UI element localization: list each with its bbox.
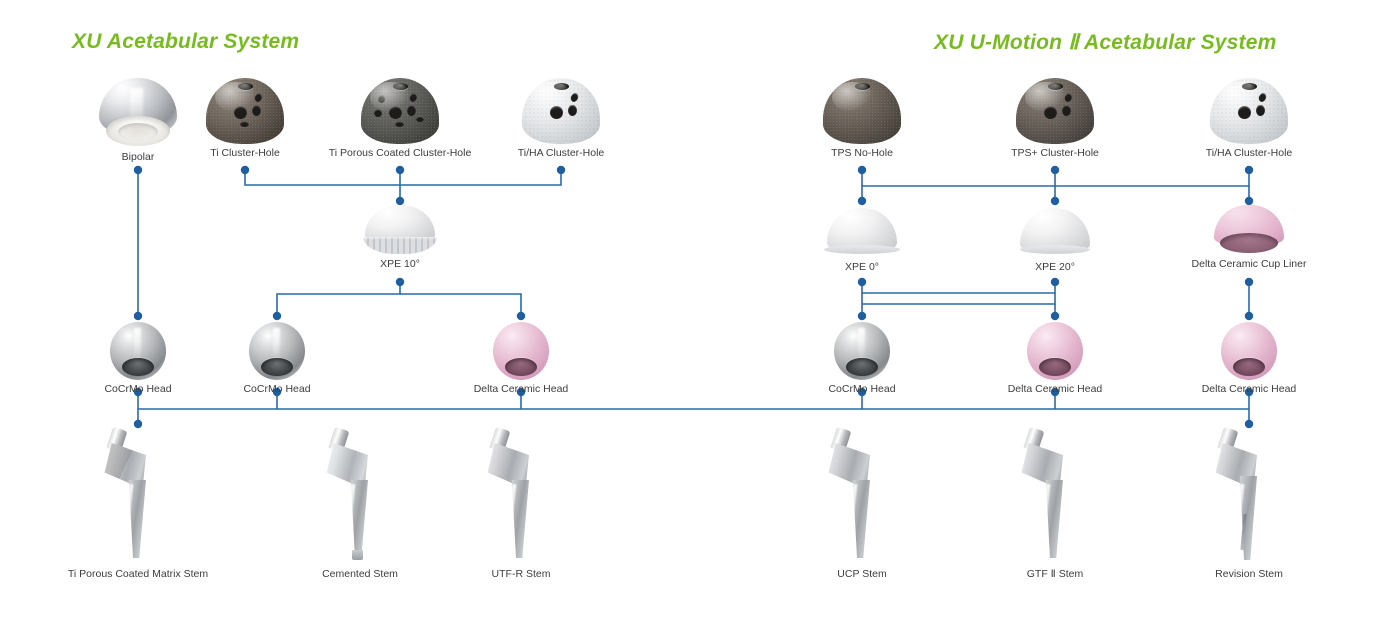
femoral-stem-icon [1201,426,1297,560]
femoral-stem-icon [90,426,186,558]
product-label: CoCrMo Head [828,383,896,395]
wire-left-cups-bus [244,170,562,186]
product-revision-stem[interactable]: Revision Stem [1134,426,1364,581]
xpe-10-liner-icon [363,205,437,255]
product-label: Ti Porous Coated Matrix Stem [67,568,209,580]
product-label: Revision Stem [1215,568,1283,580]
product-xpe-10[interactable]: XPE 10° [285,205,515,271]
product-delta-ceramic-head-r1[interactable]: Delta Ceramic Head [940,322,1170,396]
product-label: Bipolar [121,151,155,163]
cocrmo-head-icon [249,322,305,380]
ti-porous-coated-cup-icon [361,78,439,144]
product-label: Ti Porous Coated Cluster-Hole [328,147,472,159]
product-label: GTF Ⅱ Stem [1026,568,1084,580]
product-label: XPE 20° [1035,261,1075,273]
ti-ha-cluster-hole-cup-icon [1210,78,1288,144]
femoral-stem-icon [1007,426,1103,558]
femoral-stem-icon [473,426,569,558]
product-cocrmo-head-r1[interactable]: CoCrMo Head [747,322,977,396]
tps-no-hole-cup-icon [823,78,901,144]
product-label: Ti/HA Cluster-Hole [1205,147,1293,159]
product-delta-ceramic-head-l1[interactable]: Delta Ceramic Head [406,322,636,396]
product-cocrmo-head-l1[interactable]: CoCrMo Head [23,322,253,396]
product-tps-no-hole[interactable]: TPS No-Hole [747,78,977,160]
wire-liner-to-ceramic [400,293,522,316]
product-label: Ti Cluster-Hole [210,147,280,159]
xpe-20-liner-icon [1020,208,1090,258]
product-label: UTF-R Stem [491,568,551,580]
wire-liner-to-cocrmo [276,282,401,316]
product-label: Delta Ceramic Head [473,383,569,395]
product-utf-r-stem[interactable]: UTF-R Stem [406,426,636,581]
wire-right-cups-bus [861,170,1250,187]
tps-plus-cluster-hole-cup-icon [1016,78,1094,144]
product-label: XPE 0° [845,261,879,273]
product-label: TPS No-Hole [831,147,893,159]
product-delta-ceramic-head-r2[interactable]: Delta Ceramic Head [1134,322,1364,396]
product-cemented-stem[interactable]: Cemented Stem [245,426,475,581]
wire-xpe-bus-lower [862,293,1056,305]
right-system-title: XU U-Motion Ⅱ Acetabular System [934,31,1277,54]
cocrmo-head-icon [834,322,890,380]
product-ti-porous-coated-cluster-hole[interactable]: Ti Porous Coated Cluster-Hole [285,78,515,160]
product-label: TPS+ Cluster-Hole [1011,147,1099,159]
cocrmo-head-icon [110,322,166,380]
femoral-stem-icon [814,426,910,558]
product-ti-porous-coated-matrix-stem[interactable]: Ti Porous Coated Matrix Stem [23,426,253,581]
product-label: CoCrMo Head [243,383,311,395]
product-ti-ha-cluster-hole-right[interactable]: Ti/HA Cluster-Hole [1134,78,1364,160]
product-cocrmo-head-l2[interactable]: CoCrMo Head [162,322,392,396]
product-ti-ha-cluster-hole-left[interactable]: Ti/HA Cluster-Hole [446,78,676,160]
product-delta-ceramic-cup-liner[interactable]: Delta Ceramic Cup Liner [1134,205,1364,271]
delta-ceramic-cup-liner-icon [1214,205,1284,255]
product-ti-cluster-hole[interactable]: Ti Cluster-Hole [130,78,360,160]
product-label: Delta Ceramic Head [1201,383,1297,395]
delta-ceramic-head-icon [1221,322,1277,380]
ti-ha-cluster-hole-cup-icon [522,78,600,144]
femoral-stem-icon [312,426,408,560]
product-xpe-0[interactable]: XPE 0° [747,208,977,274]
wire-xpe-bus-upper [861,282,1056,294]
product-xpe-20[interactable]: XPE 20° [940,208,1170,274]
product-label: Ti/HA Cluster-Hole [517,147,605,159]
left-system-title: XU Acetabular System [72,30,300,53]
product-gtf-2-stem[interactable]: GTF Ⅱ Stem [940,426,1170,581]
product-ucp-stem[interactable]: UCP Stem [747,426,977,581]
product-label: CoCrMo Head [104,383,172,395]
product-label: Cemented Stem [322,568,398,580]
product-label: Delta Ceramic Cup Liner [1191,258,1307,270]
product-label: XPE 10° [380,258,420,270]
product-label: UCP Stem [837,568,887,580]
delta-ceramic-head-icon [493,322,549,380]
bipolar-cup-icon [99,78,177,148]
delta-ceramic-head-icon [1027,322,1083,380]
ti-cluster-hole-cup-icon [206,78,284,144]
product-label: Delta Ceramic Head [1007,383,1103,395]
product-tps-plus-cluster-hole[interactable]: TPS+ Cluster-Hole [940,78,1170,160]
product-bipolar[interactable]: Bipolar [23,78,253,164]
xpe-0-liner-icon [824,208,900,258]
